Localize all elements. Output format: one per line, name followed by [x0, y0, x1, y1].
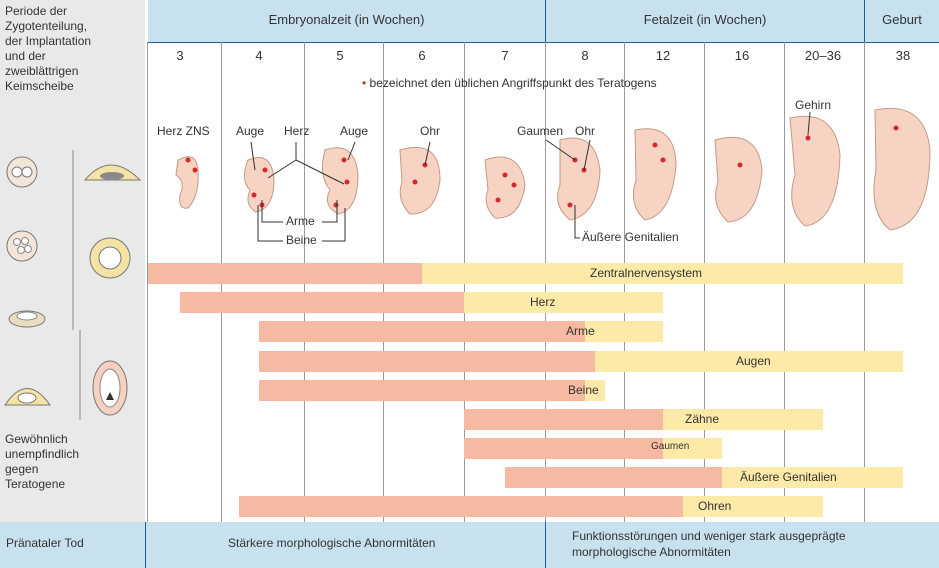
fetus-week-12-icon: [633, 129, 676, 220]
embryo-week-4-icon: [244, 158, 274, 213]
label-gehirn: Gehirn: [795, 98, 831, 112]
bar-label: Ohren: [698, 499, 731, 513]
zygote-cell-icon: [7, 157, 37, 187]
embryo-week-3-icon: [176, 157, 198, 209]
fetus-week-38-icon: [874, 108, 930, 230]
germ-disc-icon: [93, 361, 127, 415]
footer-separator-2: [545, 522, 546, 568]
label-ohr-2: Ohr: [575, 124, 595, 138]
bilaminar-disc-icon: [90, 238, 130, 278]
bar-major-sensitivity: [259, 321, 585, 342]
label-auge-1: Auge: [236, 124, 264, 138]
implantation-icon: [5, 389, 50, 406]
bar-major-sensitivity: [259, 351, 595, 372]
implantation-site-icon: [85, 165, 140, 180]
embryo-week-7-icon: [485, 157, 525, 218]
bar-major-sensitivity: [180, 292, 464, 313]
bar-major-sensitivity: [464, 409, 664, 430]
bar-minor-sensitivity: [585, 321, 663, 342]
bar-major-sensitivity: [148, 263, 422, 284]
bar-major-sensitivity: [259, 380, 585, 401]
footer-minor-abnormalities: Funktionsstörungen und weniger stark aus…: [572, 528, 846, 560]
embryo-week-5-icon: [322, 148, 358, 214]
bar-label: Beine: [568, 383, 599, 397]
embryo-week-8-icon: [558, 138, 600, 220]
fetus-week-20-36-icon: [790, 116, 840, 226]
bar-major-sensitivity: [464, 438, 664, 459]
label-ohr-1: Ohr: [420, 124, 440, 138]
bar-label: Zentralnervensystem: [590, 266, 702, 280]
bar-label: Herz: [530, 295, 555, 309]
bar-label: Arme: [566, 324, 595, 338]
bar-label: Zähne: [685, 412, 719, 426]
blastocyst-icon: [9, 311, 45, 327]
bar-label: Augen: [736, 354, 771, 368]
footer-separator-1: [145, 522, 146, 568]
embryo-week-6-icon: [400, 147, 440, 214]
bar-label: Äußere Genitalien: [740, 470, 837, 484]
insensitive-label: Gewöhnlich unempfindlich gegen Teratogen…: [5, 432, 79, 492]
morula-icon: [7, 231, 37, 261]
label-gaumen: Gaumen: [517, 124, 563, 138]
bar-major-sensitivity: [239, 496, 683, 517]
label-beine: Beine: [286, 233, 317, 247]
bar-major-sensitivity: [505, 467, 722, 488]
footer-prenatal-death: Pränataler Tod: [6, 536, 84, 550]
bar-label: Gaumen: [651, 441, 689, 452]
fetus-week-16-icon: [715, 137, 762, 222]
bar-minor-sensitivity: [464, 292, 664, 313]
label-herz: Herz: [284, 124, 309, 138]
label-aeussere-genitalien: Äußere Genitalien: [582, 230, 679, 244]
label-arme: Arme: [286, 214, 315, 228]
footer-major-abnormalities: Stärkere morphologische Abnormitäten: [228, 536, 435, 550]
label-herz-zns: Herz ZNS: [157, 124, 210, 138]
label-auge-2: Auge: [340, 124, 368, 138]
